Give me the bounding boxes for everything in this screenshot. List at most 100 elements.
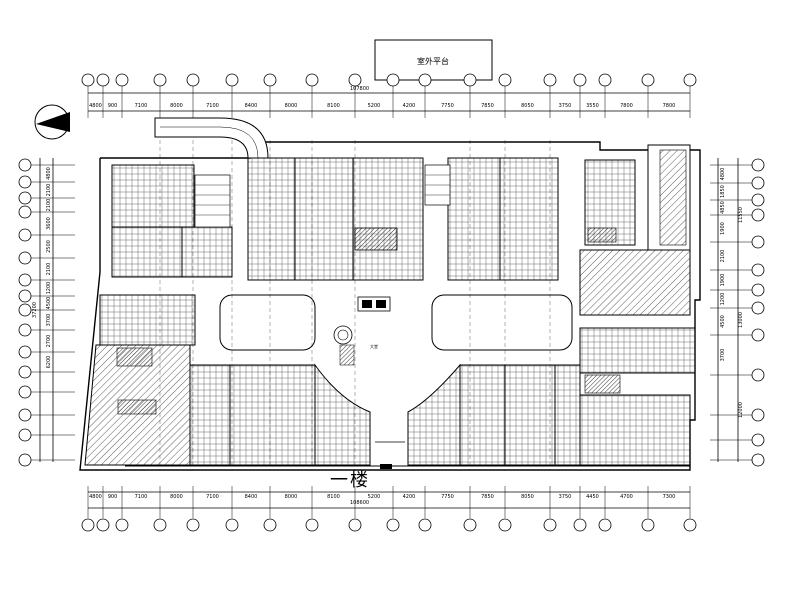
right-axis-bubble — [751, 283, 765, 297]
top-axis-bubble — [598, 73, 612, 87]
bottom-dimension-label: 7100 — [135, 494, 148, 500]
room-block-top-left — [111, 164, 233, 278]
top-dimension-label: 7750 — [441, 103, 454, 109]
lobby-column-icon — [333, 325, 353, 345]
top-axis-bubble — [573, 73, 587, 87]
top-axis-bubble — [263, 73, 277, 87]
outdoor-terrace-label: 室外平台 — [417, 56, 449, 66]
left-axis-bubble — [18, 365, 32, 379]
bottom-axis-bubble — [115, 518, 129, 532]
top-dimension-label: 4800 — [89, 103, 102, 109]
top-axis-bubble — [186, 73, 200, 87]
left-dimension-label: 1200 — [46, 282, 52, 295]
room-block-right — [579, 249, 696, 466]
top-dimension-label: 900 — [108, 103, 118, 109]
top-dimension-label: 8000 — [170, 103, 183, 109]
right-dimension-label: 1850 — [720, 185, 726, 198]
left-axis-bubble — [18, 385, 32, 399]
left-dimension-label: 2100 — [46, 263, 52, 276]
right-axis-bubble — [751, 235, 765, 249]
left-axis-bubble — [18, 175, 32, 189]
axis-lines — [159, 140, 551, 470]
top-dimension-label: 7100 — [135, 103, 148, 109]
left-dimension-label: 2100 — [46, 184, 52, 197]
right-axis-bubble — [751, 208, 765, 222]
bottom-dimension-label: 8100 — [327, 494, 340, 500]
right-axis-bubble — [751, 453, 765, 467]
bottom-dimension-label: 8000 — [285, 494, 298, 500]
north-arrow-icon — [34, 104, 70, 140]
top-dimension-label: 7100 — [206, 103, 219, 109]
left-axis-bubble — [18, 205, 32, 219]
left-dimension-line: 4800210021003600250021001200450037002700… — [18, 158, 75, 467]
top-axis-bubble — [96, 73, 110, 87]
bottom-dimension-label: 4450 — [586, 494, 599, 500]
bottom-total-dimension: 108600 — [350, 500, 369, 506]
top-dimension-label: 8050 — [521, 103, 534, 109]
bottom-axis-bubble — [641, 518, 655, 532]
right-dimension-label: 1200 — [720, 293, 726, 306]
top-total-dimension: 107800 — [350, 86, 369, 92]
right-total-dimension: 13000 — [738, 312, 744, 328]
right-axis-bubble — [751, 301, 765, 315]
right-dimension-label: 2100 — [720, 250, 726, 263]
left-axis-bubble — [18, 158, 32, 172]
left-dimension-label: 2100 — [46, 199, 52, 212]
left-axis-bubble — [18, 191, 32, 205]
top-axis-bubble — [225, 73, 239, 87]
top-axis-bubble — [683, 73, 697, 87]
bottom-axis-bubble — [96, 518, 110, 532]
right-dimension-label: 4850 — [720, 201, 726, 214]
bottom-axis-bubble — [543, 518, 557, 532]
right-axis-bubble — [751, 408, 765, 422]
right-dimension-label: 4500 — [720, 315, 726, 328]
top-axis-bubble — [641, 73, 655, 87]
top-axis-bubble — [386, 73, 400, 87]
room-block-top-right — [424, 157, 636, 281]
right-axis-bubble — [751, 368, 765, 382]
right-dimension-label: 1900 — [720, 222, 726, 235]
bottom-axis-bubble — [598, 518, 612, 532]
bottom-axis-bubble — [418, 518, 432, 532]
bottom-axis-bubble — [386, 518, 400, 532]
bottom-axis-bubble — [305, 518, 319, 532]
lobby-label: 大堂 — [370, 343, 378, 349]
left-dimension-label: 2700 — [46, 335, 52, 348]
room-block-top-center — [247, 157, 424, 281]
right-axis-bubble — [751, 433, 765, 447]
top-axis-bubble — [115, 73, 129, 87]
right-axis-bubble — [751, 263, 765, 277]
top-axis-bubble — [305, 73, 319, 87]
bottom-axis-bubble — [348, 518, 362, 532]
floor-label: 一楼 — [330, 470, 370, 491]
top-axis-bubble — [81, 73, 95, 87]
right-dimension-label: 1900 — [720, 274, 726, 287]
right-dimension-line: 4800185048501900210019001200450037001155… — [710, 158, 765, 467]
right-total-dimension: 12000 — [738, 402, 744, 418]
room-block-bottom — [189, 363, 581, 466]
right-dimension-label: 4800 — [720, 168, 726, 181]
room-block-left — [84, 294, 196, 466]
bottom-dimension-label: 8050 — [521, 494, 534, 500]
bottom-axis-bubble — [225, 518, 239, 532]
bottom-axis-bubble — [263, 518, 277, 532]
right-tower-block — [647, 144, 691, 251]
left-dimension-label: 6200 — [46, 356, 52, 369]
top-dimension-label: 7800 — [663, 103, 676, 109]
bottom-axis-bubble — [463, 518, 477, 532]
right-dimension-label: 3700 — [720, 349, 726, 362]
top-dimension-label: 8000 — [285, 103, 298, 109]
bottom-axis-bubble — [573, 518, 587, 532]
bottom-axis-bubble — [81, 518, 95, 532]
left-axis-bubble — [18, 428, 32, 442]
right-axis-bubble — [751, 193, 765, 207]
south-facade — [125, 464, 690, 471]
bottom-dimension-label: 7850 — [481, 494, 494, 500]
top-dimension-label: 3550 — [586, 103, 599, 109]
left-dimension-label: 3700 — [46, 314, 52, 327]
top-dimension-label: 7850 — [481, 103, 494, 109]
top-axis-bubble — [153, 73, 167, 87]
bottom-dimension-label: 8400 — [245, 494, 258, 500]
